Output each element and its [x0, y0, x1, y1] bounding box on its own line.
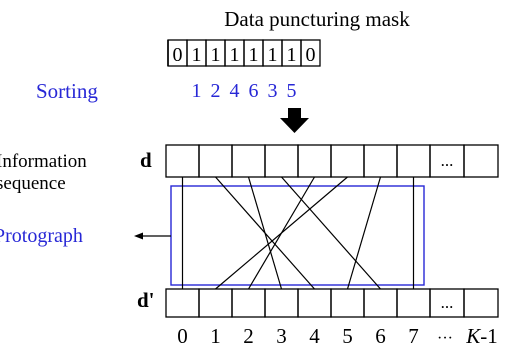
sorting-order: 1 2 4 6 3 5 [192, 80, 297, 102]
bottom-cell [297, 288, 332, 318]
sort-number: 3 [268, 80, 278, 102]
mask-bit: 0 [306, 44, 316, 66]
mask-cell [300, 39, 321, 67]
bottom-row: ... [165, 288, 499, 318]
top-cell [297, 144, 332, 178]
bottom-cell [396, 288, 431, 318]
bottom-cell [165, 288, 200, 318]
protograph-label: Protograph [0, 225, 83, 247]
bottom-cell [198, 288, 233, 318]
top-cell [165, 144, 200, 178]
mask-bit: 1 [249, 44, 259, 66]
mask-bit: 0 [173, 44, 183, 66]
index-label: 3 [276, 324, 287, 348]
index-labels: 0 1 2 3 4 5 6 7 ··· K-1 [177, 324, 498, 348]
bottom-cell [264, 288, 299, 318]
sort-number: 4 [230, 80, 240, 102]
index-label: 4 [309, 324, 320, 348]
left-arrow-icon [134, 232, 171, 240]
index-label: 1 [210, 324, 221, 348]
sorting-label: Sorting [36, 79, 98, 103]
index-label: 6 [375, 324, 386, 348]
bottom-cell [231, 288, 266, 318]
mask-row: 0 1 1 1 1 1 1 0 [167, 39, 321, 67]
bottom-ellipsis: ... [441, 293, 454, 312]
sort-number: 5 [287, 80, 297, 102]
mask-title: Data puncturing mask [224, 7, 410, 31]
mask-bit: 1 [211, 44, 221, 66]
top-cell [198, 144, 233, 178]
top-cell [363, 144, 398, 178]
top-row: ... [165, 144, 499, 178]
top-cell [463, 144, 499, 178]
permutation-line [346, 176, 382, 290]
index-label: 0 [177, 324, 188, 348]
sort-number: 2 [211, 80, 221, 102]
info-label-line2: sequence [0, 173, 66, 194]
permutation-line [281, 176, 381, 290]
top-cell [330, 144, 365, 178]
index-suffix: -1 [480, 324, 498, 348]
top-ellipsis: ... [441, 151, 454, 170]
index-label: 7 [408, 324, 419, 348]
index-dots: ··· [437, 330, 453, 347]
bottom-cell [363, 288, 398, 318]
index-label: 5 [342, 324, 353, 348]
index-label: 2 [243, 324, 254, 348]
top-cell [231, 144, 266, 178]
permutation-lines [181, 176, 415, 290]
d-label: d [140, 148, 152, 172]
top-cell [264, 144, 299, 178]
sort-number: 6 [249, 80, 259, 102]
mask-bit: 1 [192, 44, 202, 66]
bottom-cell [463, 288, 499, 318]
permutation-line [215, 176, 348, 290]
mask-bit: 1 [268, 44, 278, 66]
sort-number: 1 [192, 80, 202, 102]
mask-bit: 1 [287, 44, 297, 66]
index-last: K-1 [465, 324, 498, 348]
info-label-line1: Information [0, 151, 87, 172]
permutation-line [247, 176, 283, 290]
top-cell [396, 144, 431, 178]
bottom-cell [330, 288, 365, 318]
d-prime-label: d' [137, 288, 155, 312]
mask-bit: 1 [230, 44, 240, 66]
down-arrow-icon [280, 108, 309, 133]
index-k: K [465, 324, 481, 348]
